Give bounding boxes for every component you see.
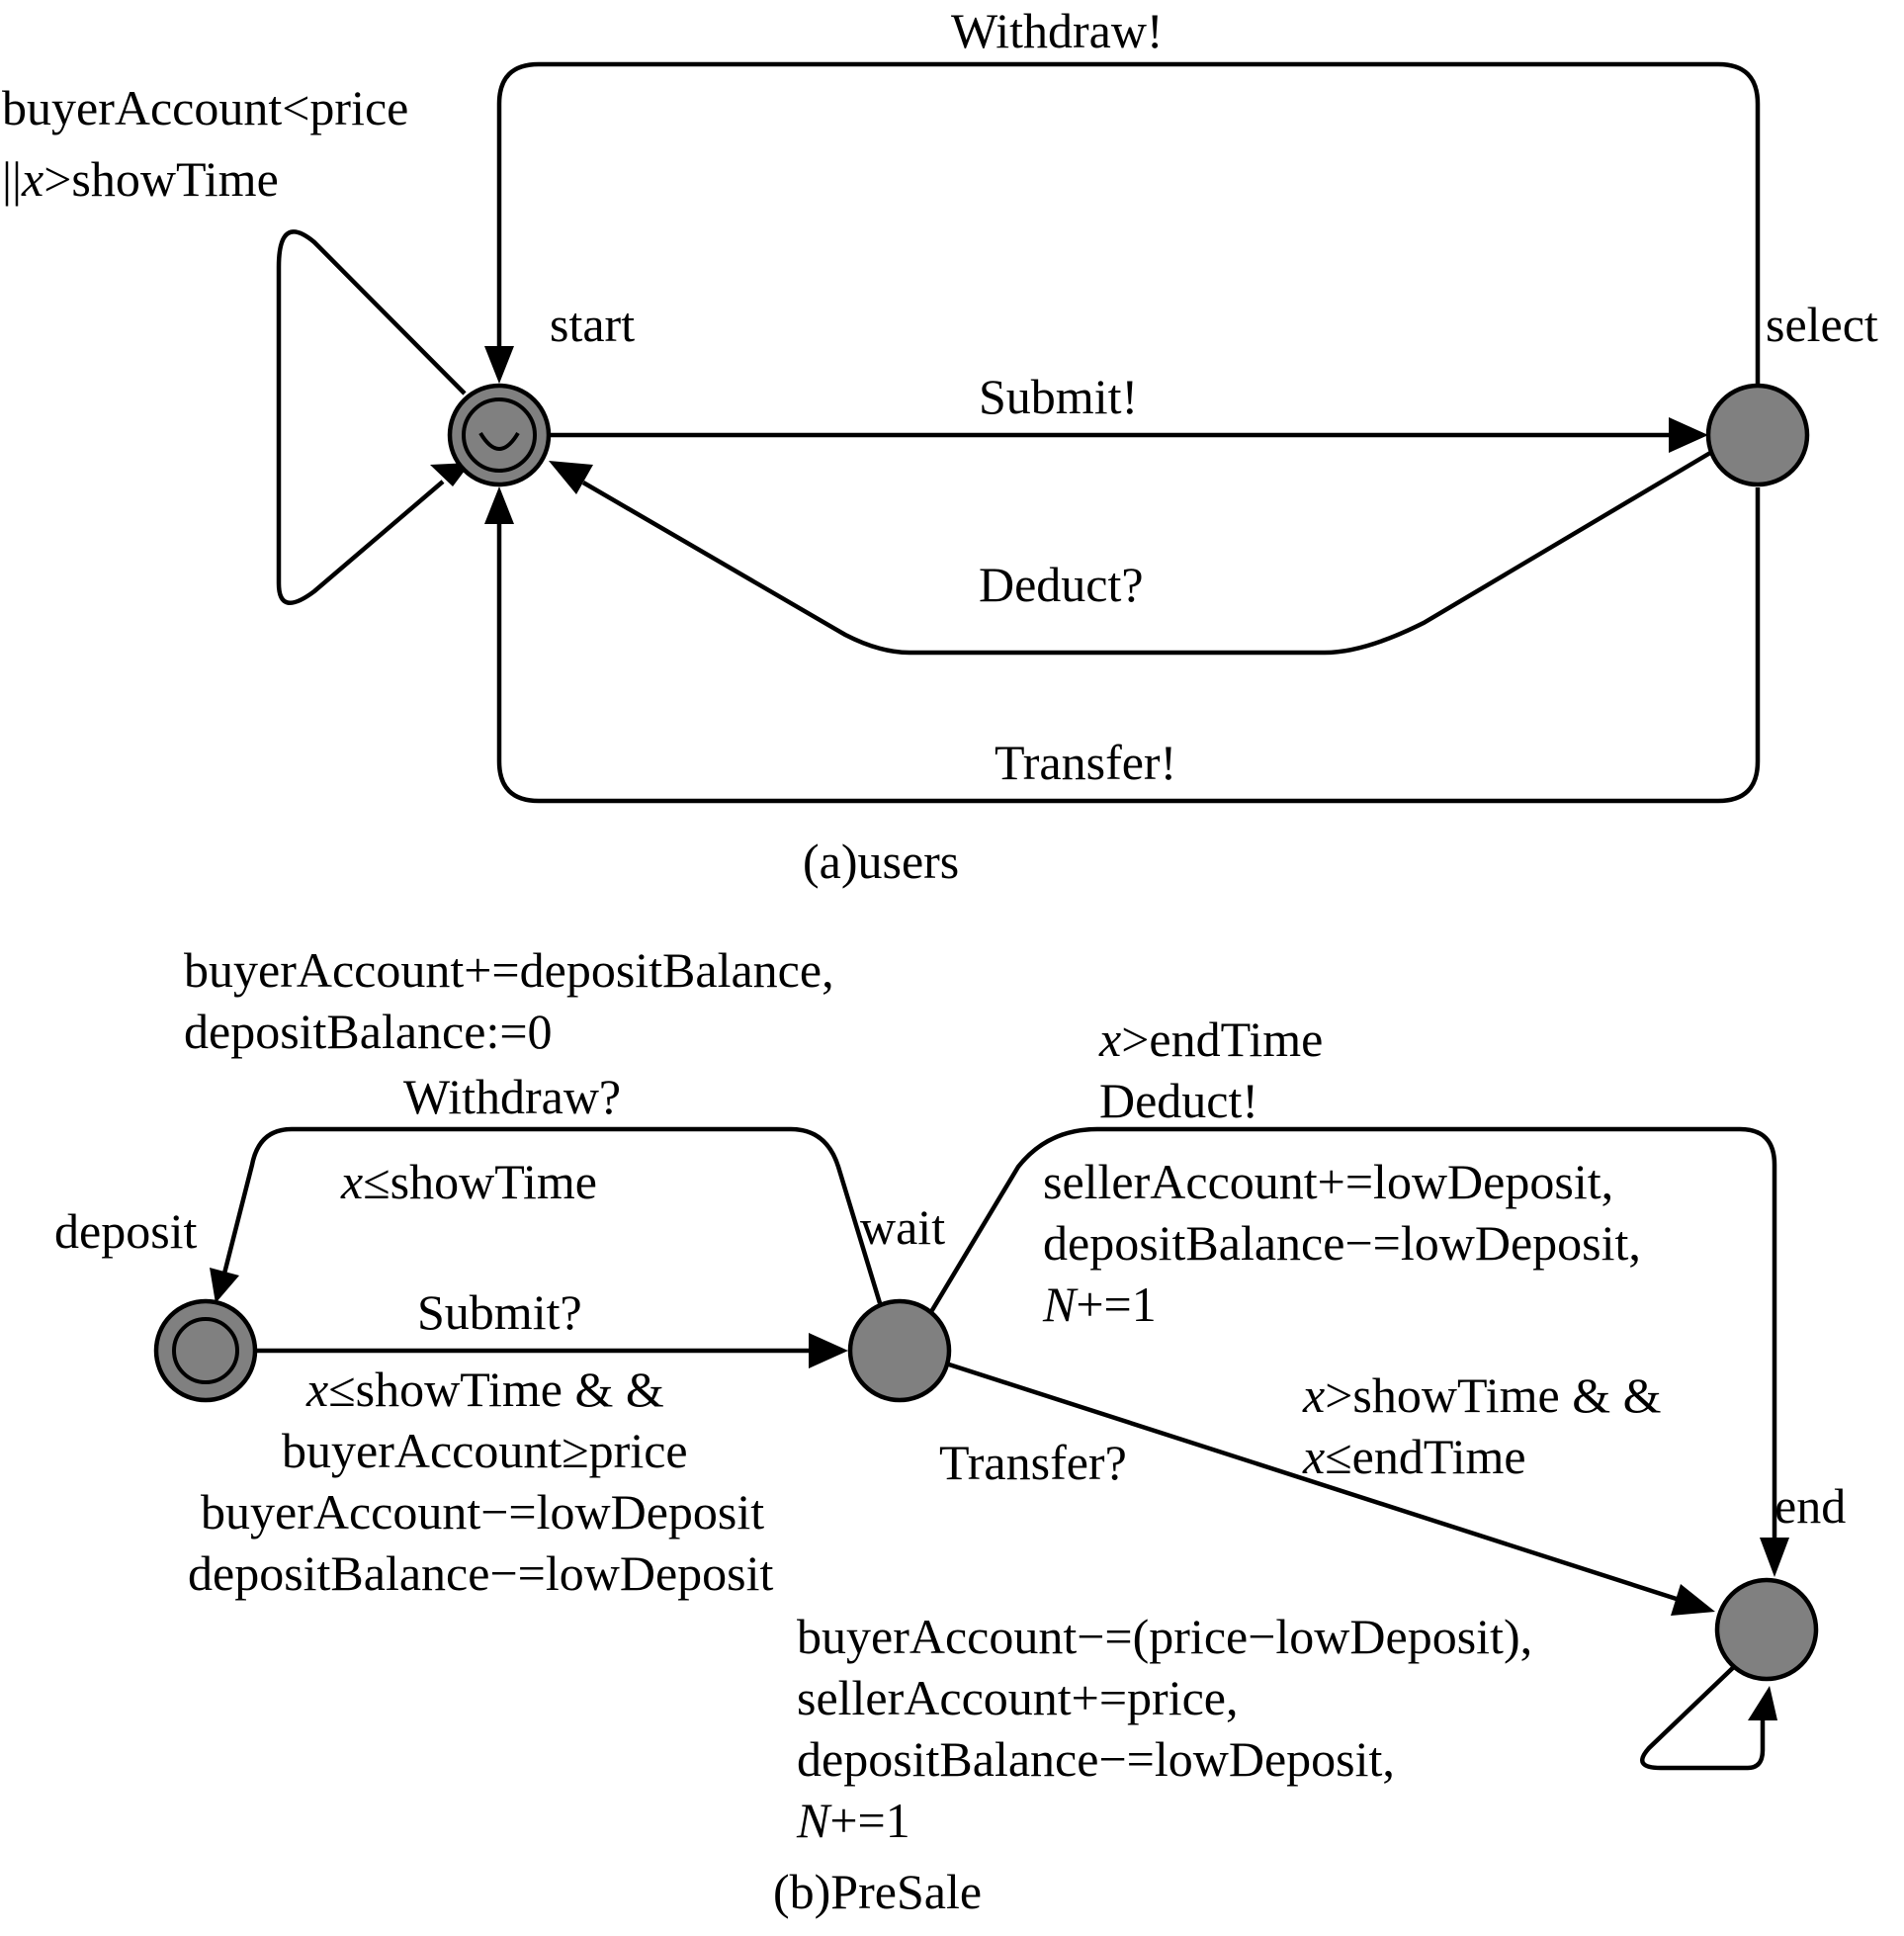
state-label-select: select (1766, 297, 1878, 352)
edge-transfer-users (496, 487, 1761, 804)
edge-withdraw-presale (221, 1126, 883, 1304)
state-wait (847, 1298, 952, 1403)
arrowhead-transfer-presale (1671, 1584, 1715, 1616)
arrowhead-withdraw-presale (210, 1268, 239, 1303)
edge-label-withdraw-users: Withdraw! (951, 3, 1164, 58)
arrowhead-deduct-users (549, 461, 593, 494)
edge-label-submit-update-2: depositBalance−=lowDeposit (188, 1545, 773, 1601)
guard-rest: ≤showTime & & (328, 1362, 664, 1417)
edge-label-deduct-update-1: sellerAccount+=lowDeposit, (1043, 1154, 1613, 1209)
edge-label-deduct-update-2: depositBalance−=lowDeposit, (1043, 1215, 1641, 1271)
edge-label-transfer-users: Transfer! (995, 735, 1176, 790)
guard-rest: ≤endTime (1325, 1429, 1525, 1484)
edge-deduct-users (581, 451, 1712, 656)
caption-presale: (b)PreSale (773, 1864, 982, 1919)
guard-var-x: x (1302, 1429, 1325, 1484)
guard-or-operator: || (2, 151, 22, 207)
state-deposit-inner-ring (172, 1317, 239, 1384)
guard-rest: >showTime (43, 151, 279, 207)
users-automaton: start select Withdraw! buyerAccount<pric… (2, 3, 1878, 889)
update-rest: +=1 (1076, 1276, 1156, 1332)
edge-label-withdraw-sync: Withdraw? (403, 1069, 621, 1124)
guard-var-x: x (21, 151, 43, 207)
edge-label-withdraw-update-2: depositBalance:=0 (184, 1004, 553, 1059)
guard-var-x: x (1098, 1012, 1121, 1067)
update-rest: +=1 (829, 1793, 909, 1848)
edge-label-deduct-update-3: N+=1 (1042, 1276, 1157, 1332)
guard-rest: >showTime & & (1325, 1367, 1661, 1423)
guard-rest: >endTime (1121, 1012, 1323, 1067)
state-start-inner-ring (462, 397, 537, 473)
edge-label-withdraw-update-1: buyerAccount+=depositBalance, (184, 942, 834, 998)
state-deposit (153, 1298, 258, 1403)
edge-label-deduct-users: Deduct? (979, 557, 1144, 612)
edge-label-submit-sync: Submit? (417, 1284, 582, 1340)
edge-label-transfer-update-1: buyerAccount−=(price−lowDeposit), (797, 1609, 1532, 1664)
edge-self-loop-start (276, 229, 467, 605)
edge-label-self-loop-guard-1: buyerAccount<price (2, 80, 408, 135)
edge-self-loop-end (1640, 1659, 1766, 1771)
arrowhead-submit-users (1669, 417, 1708, 453)
caption-users: (a)users (803, 834, 959, 889)
state-start-initial-mark (478, 431, 520, 451)
edge-label-transfer-sync: Transfer? (939, 1435, 1127, 1490)
edge-label-submit-update-1: buyerAccount−=lowDeposit (201, 1484, 764, 1540)
edge-label-self-loop-guard-2: ||x>showTime (2, 151, 279, 207)
state-select (1705, 383, 1810, 487)
guard-var-x: x (340, 1154, 363, 1209)
edge-deduct-presale (927, 1126, 1777, 1538)
arrowhead-withdraw-users (484, 346, 514, 384)
state-label-wait: wait (860, 1199, 945, 1255)
guard-var-x: x (305, 1362, 328, 1417)
edge-label-deduct-guard: x>endTime (1098, 1012, 1323, 1067)
state-label-start: start (550, 297, 635, 352)
edge-label-withdraw-guard: x≤showTime (340, 1154, 597, 1209)
state-end (1714, 1577, 1819, 1682)
edge-label-submit-guard-2: buyerAccount≥price (282, 1423, 688, 1478)
edge-label-transfer-update-4: N+=1 (796, 1793, 910, 1848)
guard-var-x: x (1302, 1367, 1325, 1423)
update-var-n: N (796, 1793, 832, 1848)
edge-label-transfer-guard-2: x≤endTime (1302, 1429, 1526, 1484)
guard-rest: ≤showTime (363, 1154, 597, 1209)
update-var-n: N (1042, 1276, 1079, 1332)
edge-withdraw-users (496, 61, 1761, 384)
edge-label-submit-users: Submit! (979, 369, 1138, 424)
presale-automaton: deposit wait end buyerAccount+=depositBa… (54, 942, 1846, 1919)
state-label-end: end (1774, 1478, 1846, 1534)
edge-label-transfer-update-2: sellerAccount+=price, (797, 1670, 1238, 1725)
state-label-deposit: deposit (54, 1203, 198, 1259)
edge-label-transfer-guard-1: x>showTime & & (1302, 1367, 1662, 1423)
edge-label-deduct-sync: Deduct! (1099, 1073, 1258, 1128)
edge-label-submit-guard-1: x≤showTime & & (305, 1362, 664, 1417)
edge-label-transfer-update-3: depositBalance−=lowDeposit, (797, 1731, 1395, 1787)
arrowhead-transfer-users (484, 486, 514, 524)
arrowhead-submit-presale (809, 1333, 848, 1368)
arrowhead-self-loop-end (1748, 1686, 1777, 1720)
arrowhead-deduct-presale (1760, 1538, 1789, 1577)
edge-transfer-presale (948, 1362, 1687, 1605)
